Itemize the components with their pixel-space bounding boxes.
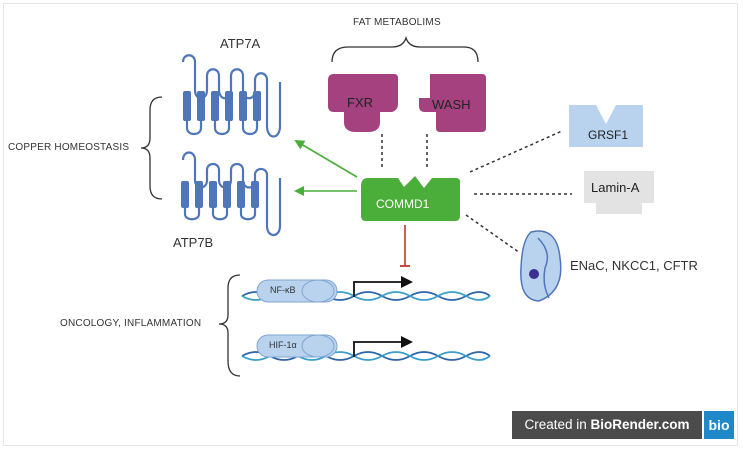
biorender-text: Created in BioRender.com xyxy=(512,411,702,439)
wash-label: WASH xyxy=(432,97,471,112)
hif1a-label: HIF-1α xyxy=(269,340,297,350)
fat-metabolims-label: FAT METABOLIMS xyxy=(353,17,441,28)
arrow-to-atp7a xyxy=(294,139,358,178)
fat-metabolims-brace xyxy=(331,35,479,63)
commd1-shape xyxy=(361,176,460,221)
biorender-badge[interactable]: Created in BioRender.com bio xyxy=(512,411,734,439)
fxr-label: FXR xyxy=(347,95,373,110)
lamin-a-shape xyxy=(584,171,654,214)
copper-homeostasis-label: COPPER HOMEOSTASIS xyxy=(8,142,130,153)
copper-homeostasis-brace xyxy=(140,96,163,200)
fxr-shape xyxy=(328,74,398,132)
atp7a-transporter xyxy=(181,54,282,138)
atp7b-label: ATP7B xyxy=(173,235,214,250)
biorender-brand: BioRender.com xyxy=(590,417,690,432)
lamin-a-label: Lamin-A xyxy=(591,180,640,195)
grsf1-shape xyxy=(569,105,643,147)
commd1-label: COMMD1 xyxy=(376,197,430,211)
channel-shape xyxy=(520,230,562,302)
channels-label: ENaC, NKCC1, CFTR xyxy=(570,258,698,273)
tss-arrow-2 xyxy=(353,336,413,357)
dashed-connections xyxy=(381,130,572,254)
grsf1-label: GRSF1 xyxy=(588,128,629,142)
atp7b-transporter xyxy=(181,151,282,237)
tss-arrow-1 xyxy=(353,276,413,297)
created-in-text: Created in xyxy=(524,417,591,432)
nfkb-label: NF-κB xyxy=(270,285,296,295)
biorender-logo: bio xyxy=(704,411,734,439)
oncology-brace xyxy=(218,274,241,377)
wash-shape xyxy=(419,74,486,132)
oncology-inflammation-label: ONCOLOGY, INFLAMMATION xyxy=(60,318,202,329)
atp7a-label: ATP7A xyxy=(220,36,261,51)
figure-frame xyxy=(3,3,738,446)
